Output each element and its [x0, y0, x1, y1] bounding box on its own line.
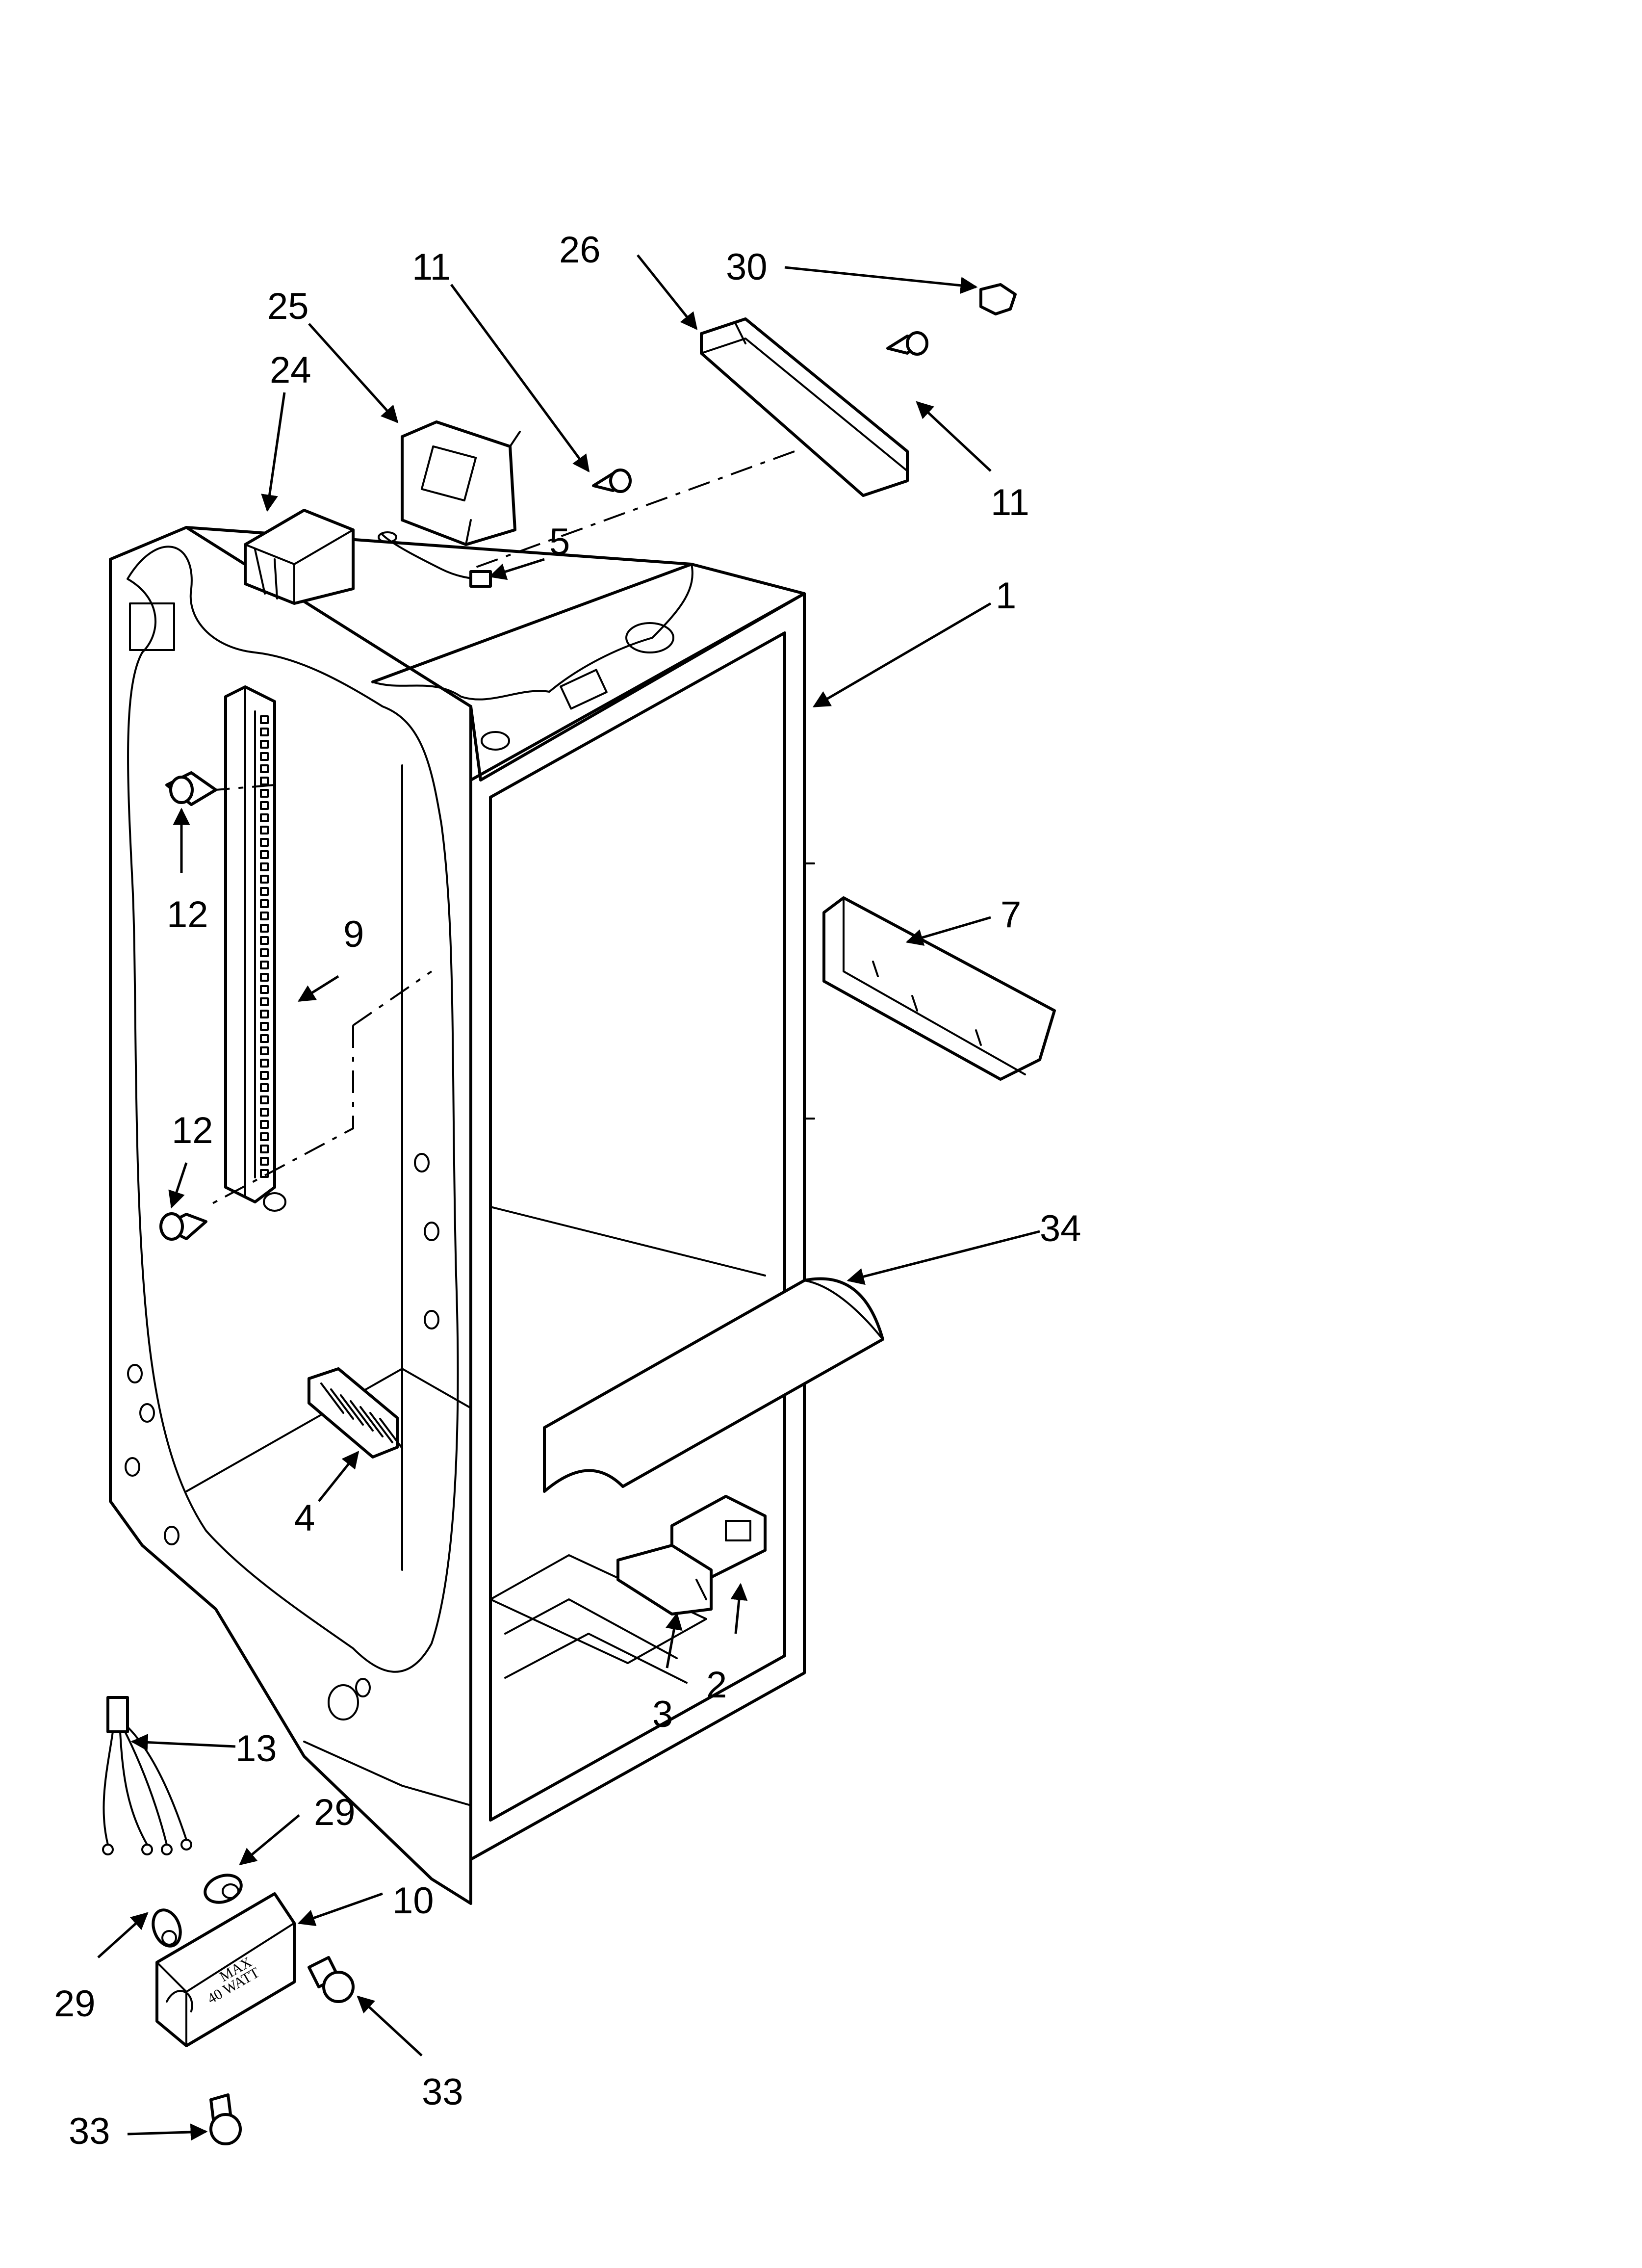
- ladder-slot: [260, 1022, 269, 1031]
- top-channel: [700, 317, 909, 497]
- callout-30: 30: [726, 246, 768, 288]
- ladder-slot: [260, 1034, 269, 1043]
- ladder-slot: [260, 924, 269, 933]
- callout-2: 2: [706, 1664, 727, 1706]
- grille-slat: [330, 1388, 354, 1420]
- channel-screw: [886, 331, 928, 356]
- ladder-slot: [260, 1132, 269, 1141]
- ladder-slot: [260, 936, 269, 945]
- cross-rail-cover: [543, 1277, 884, 1493]
- shelf-ladder-bracket: [224, 685, 276, 1203]
- ladder-slot: [260, 801, 269, 810]
- callout-labels: 1 2 3 4 5 7 9 10 11 11 12 12 13 24 25 26…: [54, 229, 1081, 2152]
- ladder-slot: [260, 740, 269, 749]
- callout-29-lower: 29: [54, 1983, 96, 2025]
- ladder-slot: [260, 752, 269, 761]
- ladder-slot: [260, 985, 269, 994]
- ladder-slot: [260, 973, 269, 982]
- grille-slat: [320, 1382, 344, 1414]
- lamp-bulb-upper: [204, 1874, 243, 1904]
- push-pin-right: [308, 1956, 355, 2003]
- ladder-slot: [260, 1059, 269, 1068]
- callout-13: 13: [235, 1728, 277, 1770]
- ladder-slot: [260, 1046, 269, 1055]
- ladder-slot: [260, 1145, 269, 1153]
- ladder-slot: [260, 728, 269, 736]
- lamp-bulb-lower: [152, 1908, 182, 1948]
- leader-lines: [97, 254, 1040, 2141]
- ladder-slot: [260, 789, 269, 798]
- ladder-slot: [260, 899, 269, 908]
- push-pin-left: [209, 2093, 242, 2145]
- callout-34: 34: [1040, 1208, 1081, 1250]
- ladder-slot: [260, 1071, 269, 1080]
- ladder-slot: [260, 997, 269, 1006]
- ladder-slot: [260, 961, 269, 969]
- lamp-socket-housing: MAX 40 WATT: [155, 1892, 296, 2047]
- ladder-slot: [260, 826, 269, 834]
- ladder-slot: [260, 1157, 269, 1166]
- callout-12-lower: 12: [172, 1110, 213, 1151]
- shelf-support-rail: [822, 896, 1056, 1081]
- grille-slat: [369, 1412, 393, 1443]
- callout-5: 5: [549, 521, 570, 563]
- ladder-slot: [260, 715, 269, 724]
- callout-11-upper: 11: [412, 246, 451, 288]
- clip: [979, 283, 1017, 315]
- ladder-slot: [260, 887, 269, 896]
- callout-12-upper: 12: [167, 894, 208, 936]
- ladder-slot: [260, 1010, 269, 1018]
- ladder-slot: [260, 1095, 269, 1104]
- ladder-slot: [260, 850, 269, 859]
- grille-slat: [379, 1418, 403, 1449]
- callout-1: 1: [996, 575, 1016, 617]
- shelf-ladder-screw-upper: [165, 771, 217, 806]
- air-grille: [308, 1367, 403, 1459]
- ladder-slot: [260, 948, 269, 957]
- shelf-ladder-screw-lower: [159, 1212, 207, 1241]
- callout-26: 26: [559, 229, 601, 271]
- grille-slat: [359, 1406, 384, 1437]
- control-screw: [592, 469, 632, 493]
- control-housing: [244, 509, 355, 605]
- control-cover-bracket: [401, 420, 521, 546]
- callout-3: 3: [652, 1694, 673, 1735]
- callout-7: 7: [1001, 894, 1021, 936]
- callout-4: 4: [294, 1497, 315, 1539]
- wire-harness: [102, 1696, 192, 1855]
- callout-11-right: 11: [991, 482, 1029, 523]
- callout-33-right: 33: [422, 2071, 463, 2113]
- callout-29-upper: 29: [314, 1792, 356, 1833]
- cabinet-liner: [109, 526, 815, 1905]
- ladder-slot: [260, 764, 269, 773]
- callout-25: 25: [267, 286, 309, 327]
- ladder-slot: [260, 777, 269, 785]
- callout-24: 24: [270, 349, 311, 391]
- mounting-bracket-3: [616, 1544, 713, 1616]
- ladder-slot: [260, 862, 269, 871]
- callout-9: 9: [343, 913, 364, 955]
- ladder-slot: [260, 838, 269, 847]
- ladder-slot: [260, 1108, 269, 1117]
- callout-33-left: 33: [69, 2111, 110, 2152]
- grille-slat: [350, 1400, 374, 1432]
- ladder-slot: [260, 1083, 269, 1092]
- ladder-slot: [260, 912, 269, 920]
- ladder-slot: [260, 813, 269, 822]
- ladder-slot: [260, 1120, 269, 1129]
- grille-slat: [340, 1394, 364, 1426]
- ladder-slot: [260, 875, 269, 884]
- callout-10: 10: [392, 1880, 434, 1922]
